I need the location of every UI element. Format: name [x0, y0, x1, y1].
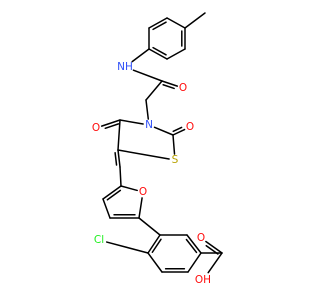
bond-b3-b4-second [152, 46, 167, 56]
atom-labels: NH O N O O S O Cl O OH [92, 61, 211, 286]
bond-c_am-o_am-second [162, 84, 175, 90]
atom-o-ring4: O [92, 122, 100, 134]
bond-nh-c_am [132, 69, 163, 82]
bond-c4-c5 [117, 119, 121, 151]
bond-r5-r6 [186, 234, 202, 254]
bond-c2-o2-second [172, 126, 183, 133]
bond-f5-f4-second [106, 189, 122, 201]
bond-f2-r1 [138, 217, 161, 236]
bond-b2-b3 [166, 48, 186, 60]
bond-r5-r6-second [185, 238, 198, 254]
bond-c4-o4 [100, 119, 121, 127]
bond-c5-s [117, 149, 170, 160]
bond-f4-f3 [102, 198, 111, 219]
bond-b3-b4 [148, 48, 168, 60]
bond-r4-r5 [187, 252, 202, 273]
bond-cac-oa-second [205, 244, 219, 255]
bond-b6-b1 [166, 17, 186, 29]
bond-c2-n [153, 126, 174, 136]
bond-cac-oh [207, 252, 223, 274]
bond-n-c4 [119, 119, 144, 125]
bond-r1-r2 [147, 234, 161, 254]
atom-s: S [172, 154, 179, 166]
atom-nh: NH [117, 61, 133, 73]
bond-r2-cl [105, 241, 149, 254]
bond-ch-f5 [119, 166, 122, 187]
atom-o-ring2: O [186, 121, 194, 133]
bond-c4-o4-second [104, 123, 120, 130]
atom-o-furan: O [139, 186, 147, 198]
molecule-structure: NH O N O O S O Cl O OH [92, 12, 223, 286]
bond-b5-b6 [148, 17, 168, 29]
bond-b5-b6-second [152, 21, 167, 31]
bond-c2-o2 [172, 128, 186, 136]
bond-r2-r3 [147, 252, 163, 273]
atom-o-acid: O [197, 232, 205, 244]
bond-s-c2 [172, 134, 176, 155]
atom-oh-acid: OH [195, 274, 211, 286]
bond-ch2-n [145, 99, 150, 120]
bond-me-b1 [184, 12, 206, 29]
atom-o-amide: O [179, 82, 187, 94]
bond-c_am-o_am [161, 80, 179, 87]
bond-lines [100, 12, 223, 274]
bond-c5-ch [117, 149, 121, 168]
bond-cac-oa [205, 240, 223, 254]
bond-f2-of [138, 197, 143, 219]
bond-r1-r2-second [151, 238, 162, 254]
atom-cl: Cl [94, 234, 104, 246]
atom-n-ring: N [145, 119, 153, 131]
bond-c_am-ch2 [145, 80, 163, 101]
bond-f5-f4 [102, 185, 122, 200]
bond-c5-ch-second [114, 152, 118, 166]
bond-of-f5 [120, 185, 138, 192]
bond-b4-nh [131, 48, 150, 63]
